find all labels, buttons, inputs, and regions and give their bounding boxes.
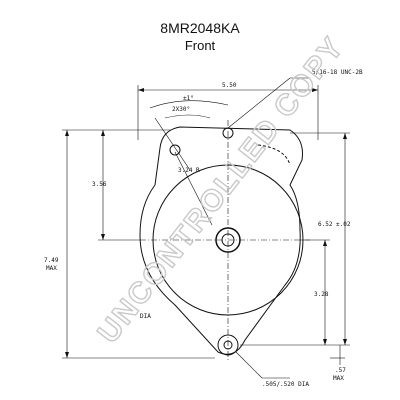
dim-width-top: 5.50 xyxy=(222,82,237,89)
dim-lower-height: 3.28 xyxy=(314,291,329,298)
dim-bolt-thread: 5/16-18 UNC-2B xyxy=(312,69,363,76)
dim-radius: 3.24 R xyxy=(178,167,200,174)
dim-hole-dia-bottom: .505/.520 DIA xyxy=(262,381,309,388)
dim-angle-main: 2X30° xyxy=(172,106,190,113)
dim-bottom-offset-max: MAX xyxy=(333,375,344,382)
view-label: Front xyxy=(184,38,216,53)
dim-overall-height: 7.49 xyxy=(44,257,59,264)
dim-center-height: 6.52 ±.02 xyxy=(318,221,351,228)
dim-bottom-offset: .57 xyxy=(335,367,346,374)
ear-arc xyxy=(257,144,291,166)
dim-angle-small: ±1° xyxy=(183,95,194,102)
uncontrolled-copy-watermark: UNCONTROLLED COPY xyxy=(92,30,351,349)
housing-outline xyxy=(139,126,303,355)
part-number-title: 8MR2048KA xyxy=(160,20,240,36)
left-hole xyxy=(169,144,181,156)
dim-left-height: 3.56 xyxy=(92,181,107,188)
dim-overall-height-max: MAX xyxy=(46,265,57,272)
dim-hole-dia-left: DIA xyxy=(140,313,151,320)
